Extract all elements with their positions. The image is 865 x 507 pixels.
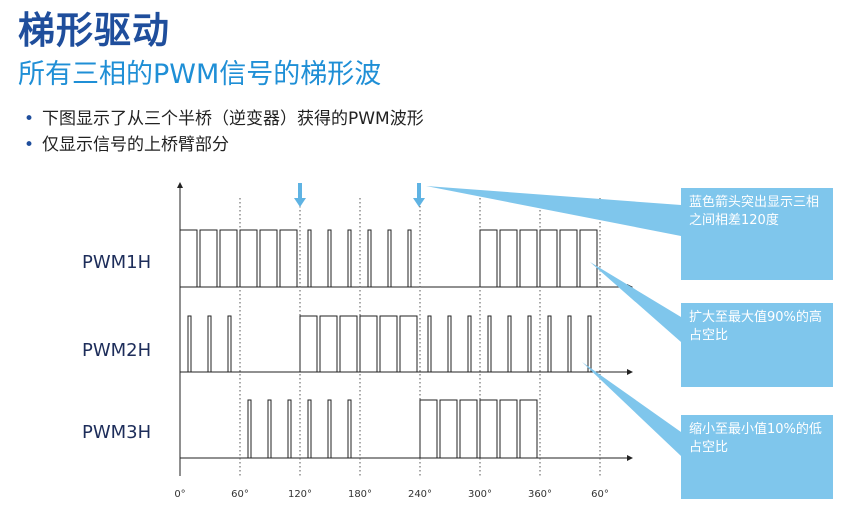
phase-arrow-shaft — [298, 183, 302, 199]
bullet-item: 下图显示了从三个半桥（逆变器）获得的PWM波形 — [22, 106, 424, 132]
pwm-waveform — [187, 315, 592, 372]
phase-arrow-head — [294, 198, 306, 207]
x-tick-label: 360° — [528, 489, 552, 500]
callout-high-duty: 扩大至最大值90%的高占空比 — [681, 303, 833, 387]
signal-label-pwm1h: PWM1H — [82, 252, 152, 273]
x-tick-label: 60° — [231, 489, 249, 500]
x-tick-label: 60° — [591, 489, 609, 500]
callout-pointer — [590, 262, 681, 342]
page-subtitle: 所有三相的PWM信号的梯形波 — [18, 59, 382, 90]
x-tick-label: 0° — [174, 489, 185, 500]
bullet-item: 仅显示信号的上桥臂部分 — [22, 132, 424, 158]
phase-arrow-head — [413, 198, 425, 207]
callout-pointer — [426, 186, 681, 236]
x-tick-label: 180° — [348, 489, 372, 500]
callout-phase-shift: 蓝色箭头突出显示三相之间相差120度 — [681, 188, 833, 280]
callout-pointer — [582, 362, 681, 456]
pwm-waveform — [179, 229, 598, 287]
x-tick-label: 120° — [288, 489, 312, 500]
signal-label-pwm2h: PWM2H — [82, 340, 152, 361]
phase-arrow-shaft — [417, 183, 421, 199]
page-title: 梯形驱动 — [18, 9, 170, 52]
x-tick-label: 240° — [408, 489, 432, 500]
callout-low-duty: 缩小至最小值10%的低占空比 — [681, 415, 833, 499]
signal-label-pwm3h: PWM3H — [82, 422, 152, 443]
bullet-list: 下图显示了从三个半桥（逆变器）获得的PWM波形 仅显示信号的上桥臂部分 — [22, 106, 424, 158]
pwm-waveform — [247, 399, 538, 458]
x-tick-label: 300° — [468, 489, 492, 500]
